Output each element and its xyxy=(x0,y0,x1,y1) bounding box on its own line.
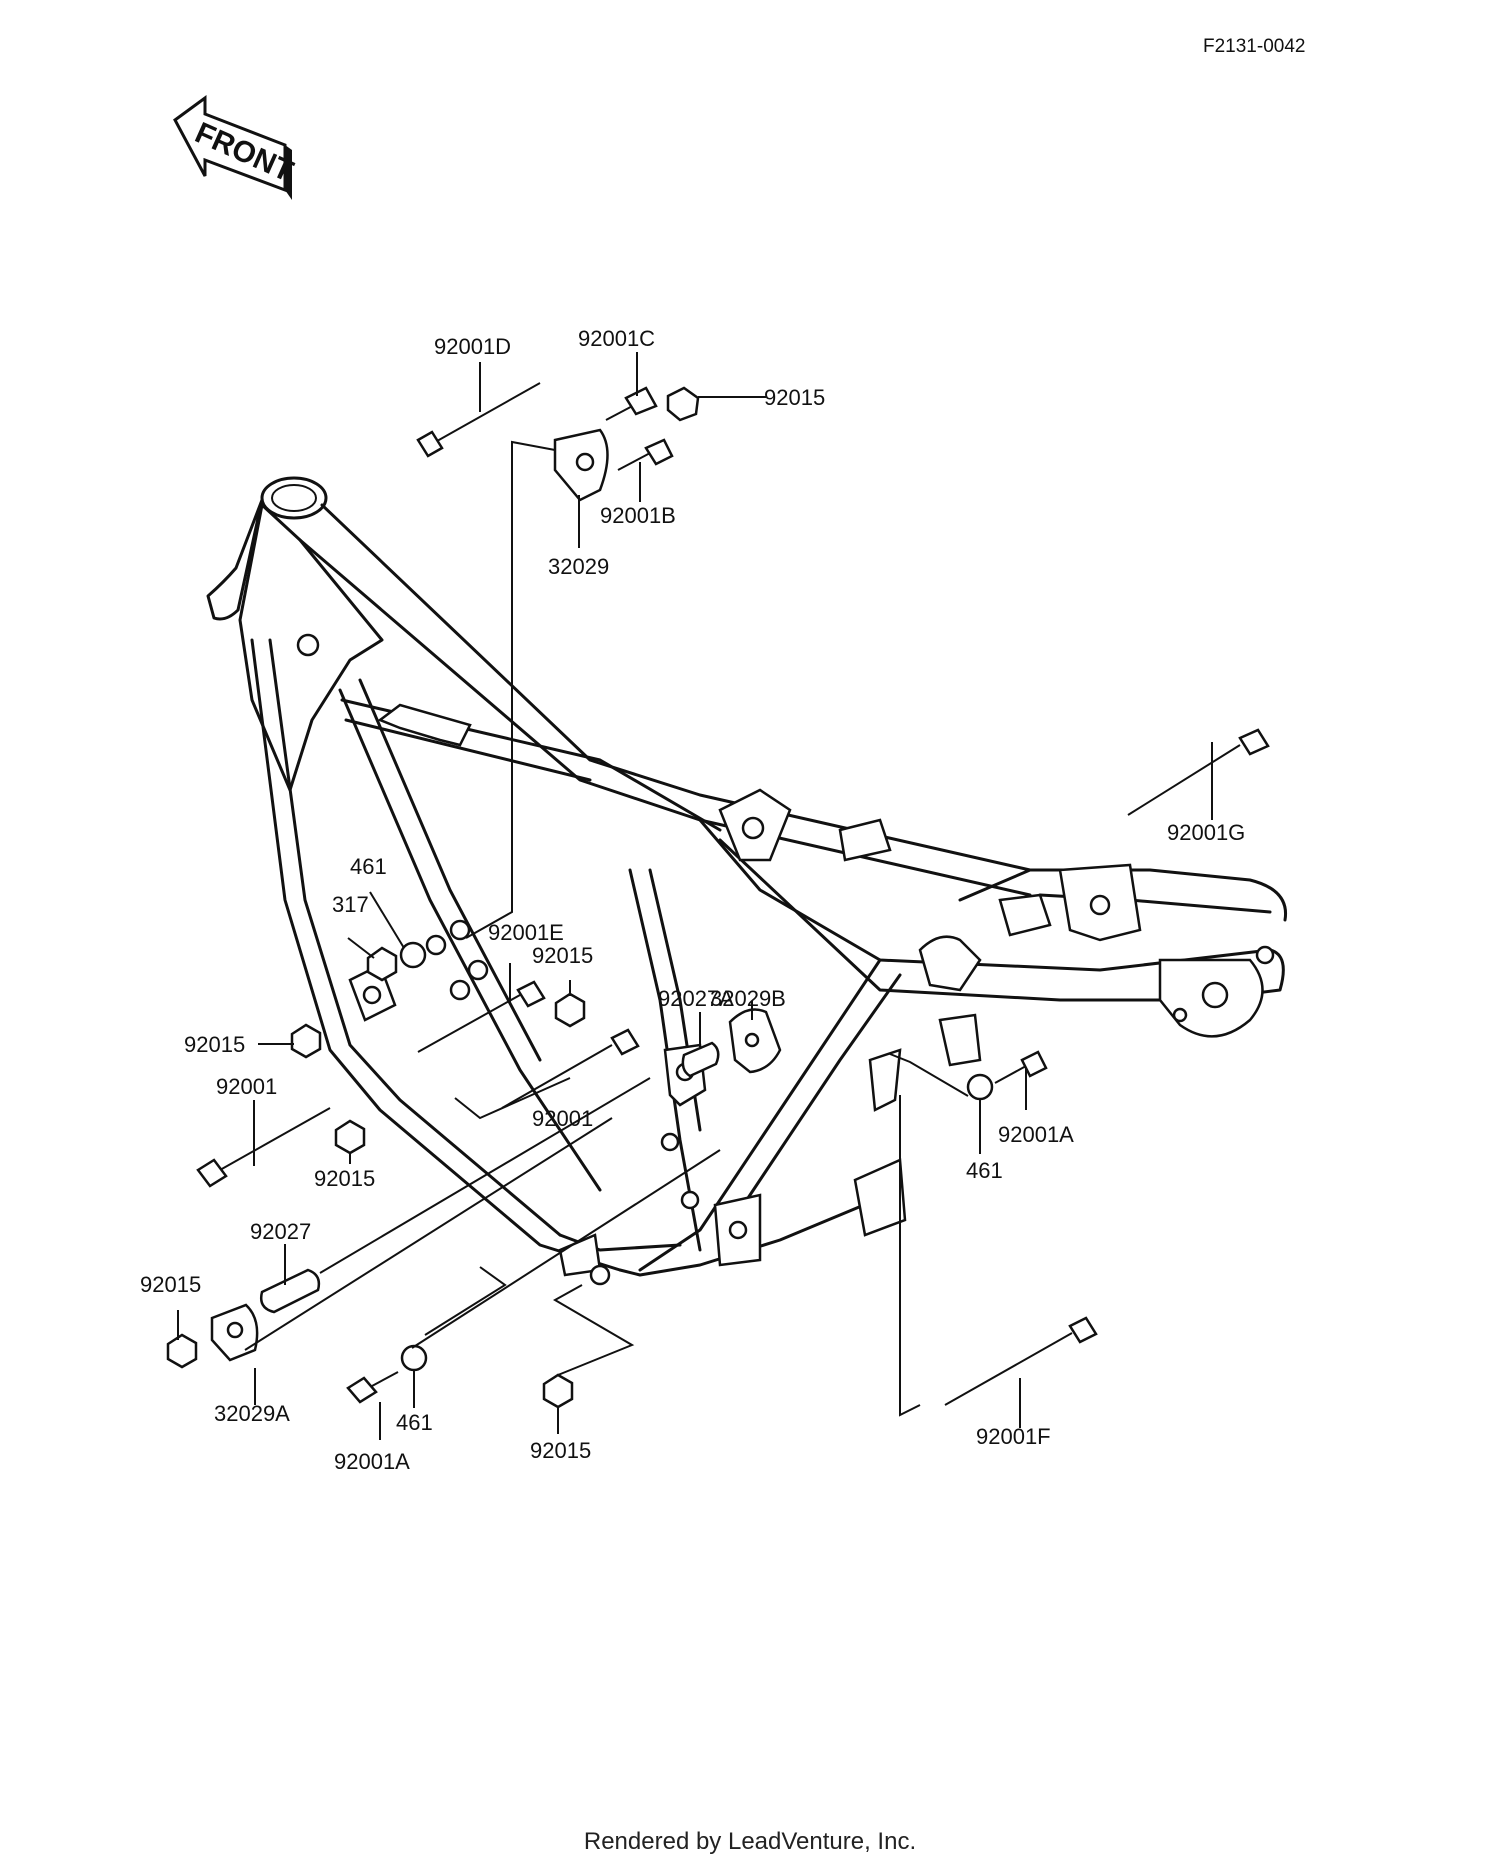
spacer-92027 xyxy=(260,1268,321,1314)
bolt-92001c xyxy=(605,386,658,421)
callout-92001-left: 92001 xyxy=(216,1074,277,1099)
washer-461-bottom xyxy=(400,1344,428,1372)
callout-92015-left: 92015 xyxy=(184,1032,245,1057)
bolt-92001-center xyxy=(501,1028,640,1109)
callout-92015-top: 92015 xyxy=(764,385,825,410)
callout-92001f: 92001F xyxy=(976,1424,1051,1449)
nut-92015-top xyxy=(666,386,700,422)
nut-92015-mid xyxy=(554,992,586,1028)
bolt-92001-left xyxy=(196,1107,331,1188)
fasteners xyxy=(166,382,1270,1409)
callout-92001a-bottom: 92001A xyxy=(334,1449,410,1474)
callout-32029b: 32029B xyxy=(710,986,786,1011)
callout-92001a-right: 92001A xyxy=(998,1122,1074,1147)
spacer-92027a xyxy=(681,1041,720,1078)
callout-92015-bottom-left: 92015 xyxy=(140,1272,201,1297)
nut-92015-bottom xyxy=(542,1373,574,1409)
callout-32029a: 32029A xyxy=(214,1401,290,1426)
bolt-92001e xyxy=(417,980,546,1053)
callout-labels: 92001D 92001C 92015 92001B 32029 92001G … xyxy=(140,326,1245,1474)
callout-92027a: 92027A xyxy=(658,986,734,1011)
nut-92015-bottom-left xyxy=(166,1333,198,1369)
bolt-92001a-right xyxy=(994,1050,1048,1084)
callout-92001d: 92001D xyxy=(434,334,511,359)
callout-92027: 92027 xyxy=(250,1219,311,1244)
front-arrow-icon: FRONT xyxy=(173,95,298,200)
callout-461-upper: 461 xyxy=(350,854,387,879)
callout-92015-mid: 92015 xyxy=(532,943,593,968)
callout-92001b: 92001B xyxy=(600,503,676,528)
callout-92001-center: 92001 xyxy=(532,1106,593,1131)
nut-317 xyxy=(366,946,398,982)
callout-92001e: 92001E xyxy=(488,920,564,945)
front-label: FRONT xyxy=(190,116,298,188)
callout-461-bottom: 461 xyxy=(396,1410,433,1435)
footer-credit: Rendered by LeadVenture, Inc. xyxy=(583,1828,917,1855)
nut-92015-left xyxy=(290,1023,322,1059)
callout-461-right: 461 xyxy=(966,1158,1003,1183)
callout-317: 317 xyxy=(332,892,369,917)
nut-92015-lower-left xyxy=(334,1119,366,1155)
callout-32029: 32029 xyxy=(548,554,609,579)
bolt-92001f xyxy=(944,1316,1098,1406)
bolt-92001a-bottom xyxy=(346,1371,399,1404)
callout-92001g: 92001G xyxy=(1167,820,1245,845)
leader-lines xyxy=(177,352,1213,1440)
callout-92015-lower-left: 92015 xyxy=(314,1166,375,1191)
bolt-92001b xyxy=(617,438,674,471)
bolt-92001g xyxy=(1127,728,1270,816)
bolt-92001d xyxy=(416,382,541,458)
reference-code: F2131-0042 xyxy=(1203,36,1305,57)
motorcycle-frame xyxy=(206,476,1288,1286)
washer-461-right xyxy=(966,1073,994,1101)
callout-92001c: 92001C xyxy=(578,326,655,351)
callout-92015-bottom: 92015 xyxy=(530,1438,591,1463)
washer-461-upper xyxy=(399,941,427,969)
